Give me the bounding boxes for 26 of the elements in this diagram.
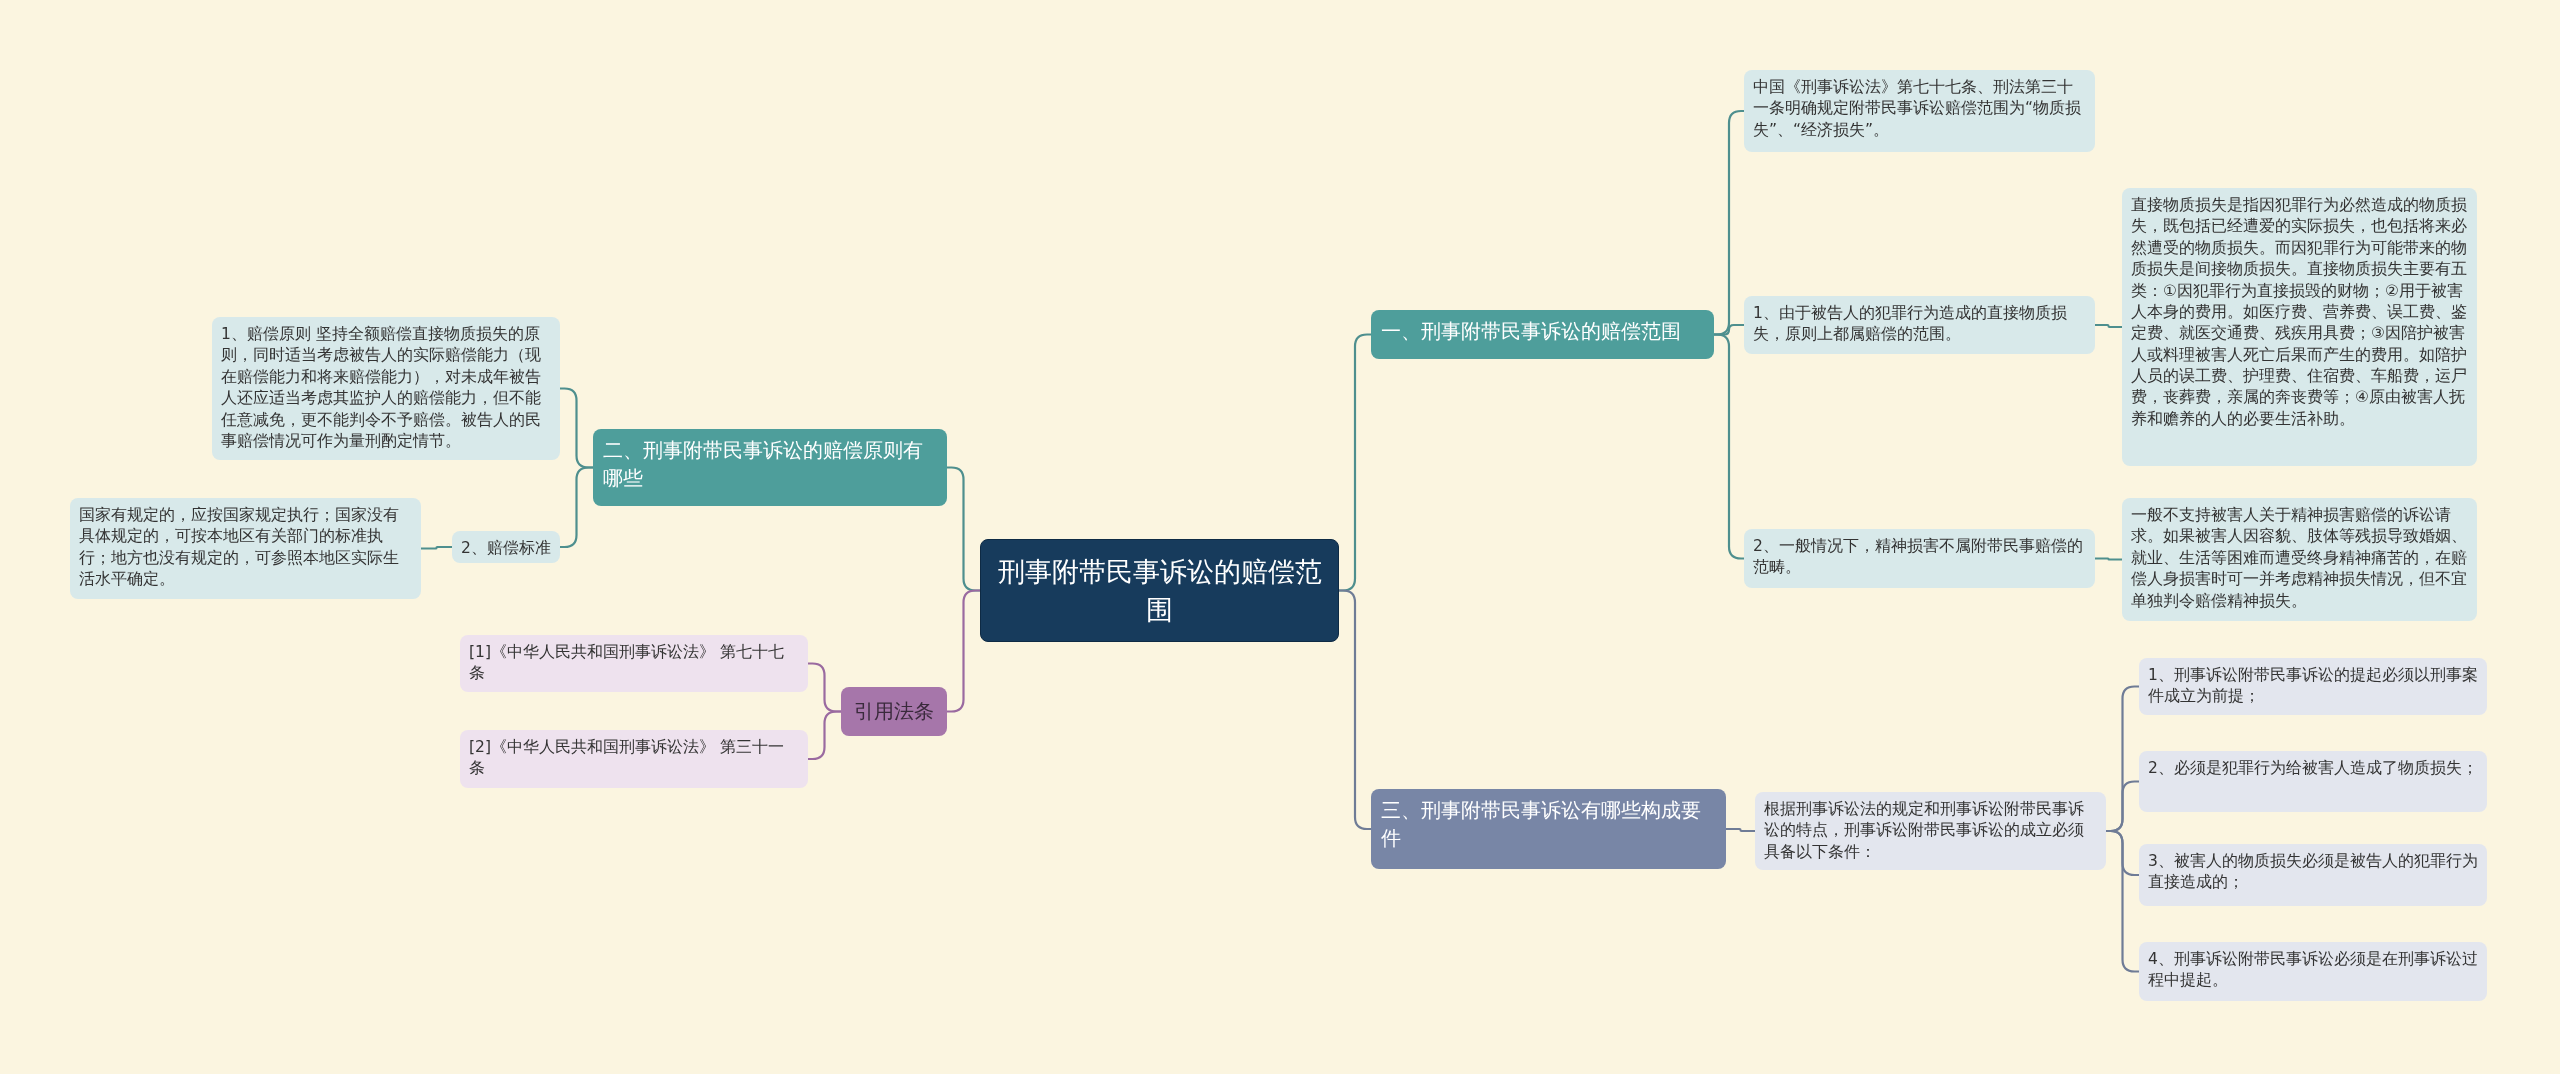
note-box: 3、被害人的物质损失必须是被告人的犯罪行为直接造成的； (2139, 844, 2487, 906)
note-box: 4、刑事诉讼附带民事诉讼必须是在刑事诉讼过程中提起。 (2139, 942, 2487, 1001)
note-box: 一般不支持被害人关于精神损害赔偿的诉讼请求。如果被害人因容貌、肢体等残损导致婚姻、就业、生活等困难而遭受终身精神痛苦的，在赔偿人身损害时可一并考虑精神损失情况，但不宜单独判令赔偿精神损失。 (2122, 498, 2477, 621)
note-box: 国家有规定的，应按国家规定执行；国家没有具体规定的，可按本地区有关部门的标准执行；地方也没有规定的，可参照本地区实际生活水平确定。 (70, 498, 421, 599)
connector (2095, 557, 2122, 561)
note-box: 根据刑事诉讼法的规定和刑事诉讼附带民事诉讼的特点，刑事诉讼附带民事诉讼的成立必须具备以下条件： (1755, 792, 2106, 870)
note-box: 中国《刑事诉讼法》第七十七条、刑法第三十一条明确规定附带民事诉讼赔偿范围为“物质损失”、“经济损失”。 (1744, 70, 2095, 152)
note-box: 1、由于被告人的犯罪行为造成的直接物质损失，原则上都属赔偿的范围。 (1744, 296, 2095, 354)
connector (1726, 827, 1755, 833)
note-box: 1、刑事诉讼附带民事诉讼的提起必须以刑事案件成立为前提； (2139, 658, 2487, 715)
branch-topic: 二、刑事附带民事诉讼的赔偿原则有哪些 (593, 429, 947, 506)
note-box: 2、必须是犯罪行为给被害人造成了物质损失； (2139, 751, 2487, 812)
branch-topic: 一、刑事附带民事诉讼的赔偿范围 (1371, 310, 1714, 359)
note-box: 1、赔偿原则 坚持全额赔偿直接物质损失的原则，同时适当考虑被告人的实际赔偿能力（现在赔偿能力和将来赔偿能力），对未成年被告人还应适当考虑其监护人的赔偿能力，但不能任意减免，更不能判令不予赔偿。被告人的民事赔偿情况可作为量刑酌定情节。 (212, 317, 560, 460)
connector (421, 545, 452, 550)
branch-topic: 三、刑事附带民事诉讼有哪些构成要件 (1371, 789, 1726, 869)
central-topic: 刑事附带民事诉讼的赔偿范围 (980, 539, 1339, 642)
connector (808, 710, 841, 761)
note-box: [1]《中华人民共和国刑事诉讼法》 第七十七条 (460, 635, 808, 692)
note-box: [2]《中华人民共和国刑事诉讼法》 第三十一条 (460, 730, 808, 788)
note-box: 2、赔偿标准 (452, 531, 560, 563)
branch-topic: 引用法条 (841, 687, 947, 736)
connector (1714, 333, 1744, 560)
note-box: 直接物质损失是指因犯罪行为必然造成的物质损失，既包括已经遭爱的实际损失，也包括将来必然遭受的物质损失。而因犯罪行为可能带来的物质损失是间接物质损失。直接物质损失主要有五类：①因犯罪行为直接损毁的财物；②用于被害人本身的费用。如医疗费、营养费、误工费、鉴定费、就医交通费、残疾用具费；③因陪护被害人或料理被害人死亡后果而产生的费用。如陪护人员的误工费、护理费、住宿费、车船费，运尸费，丧葬费，亲属的奔丧费等；④原由被害人抚养和赡养的人的必要生活补助。 (2122, 188, 2477, 466)
note-box: 2、一般情况下，精神损害不属附带民事赔偿的范畴。 (1744, 529, 2095, 588)
connector (2095, 323, 2122, 329)
